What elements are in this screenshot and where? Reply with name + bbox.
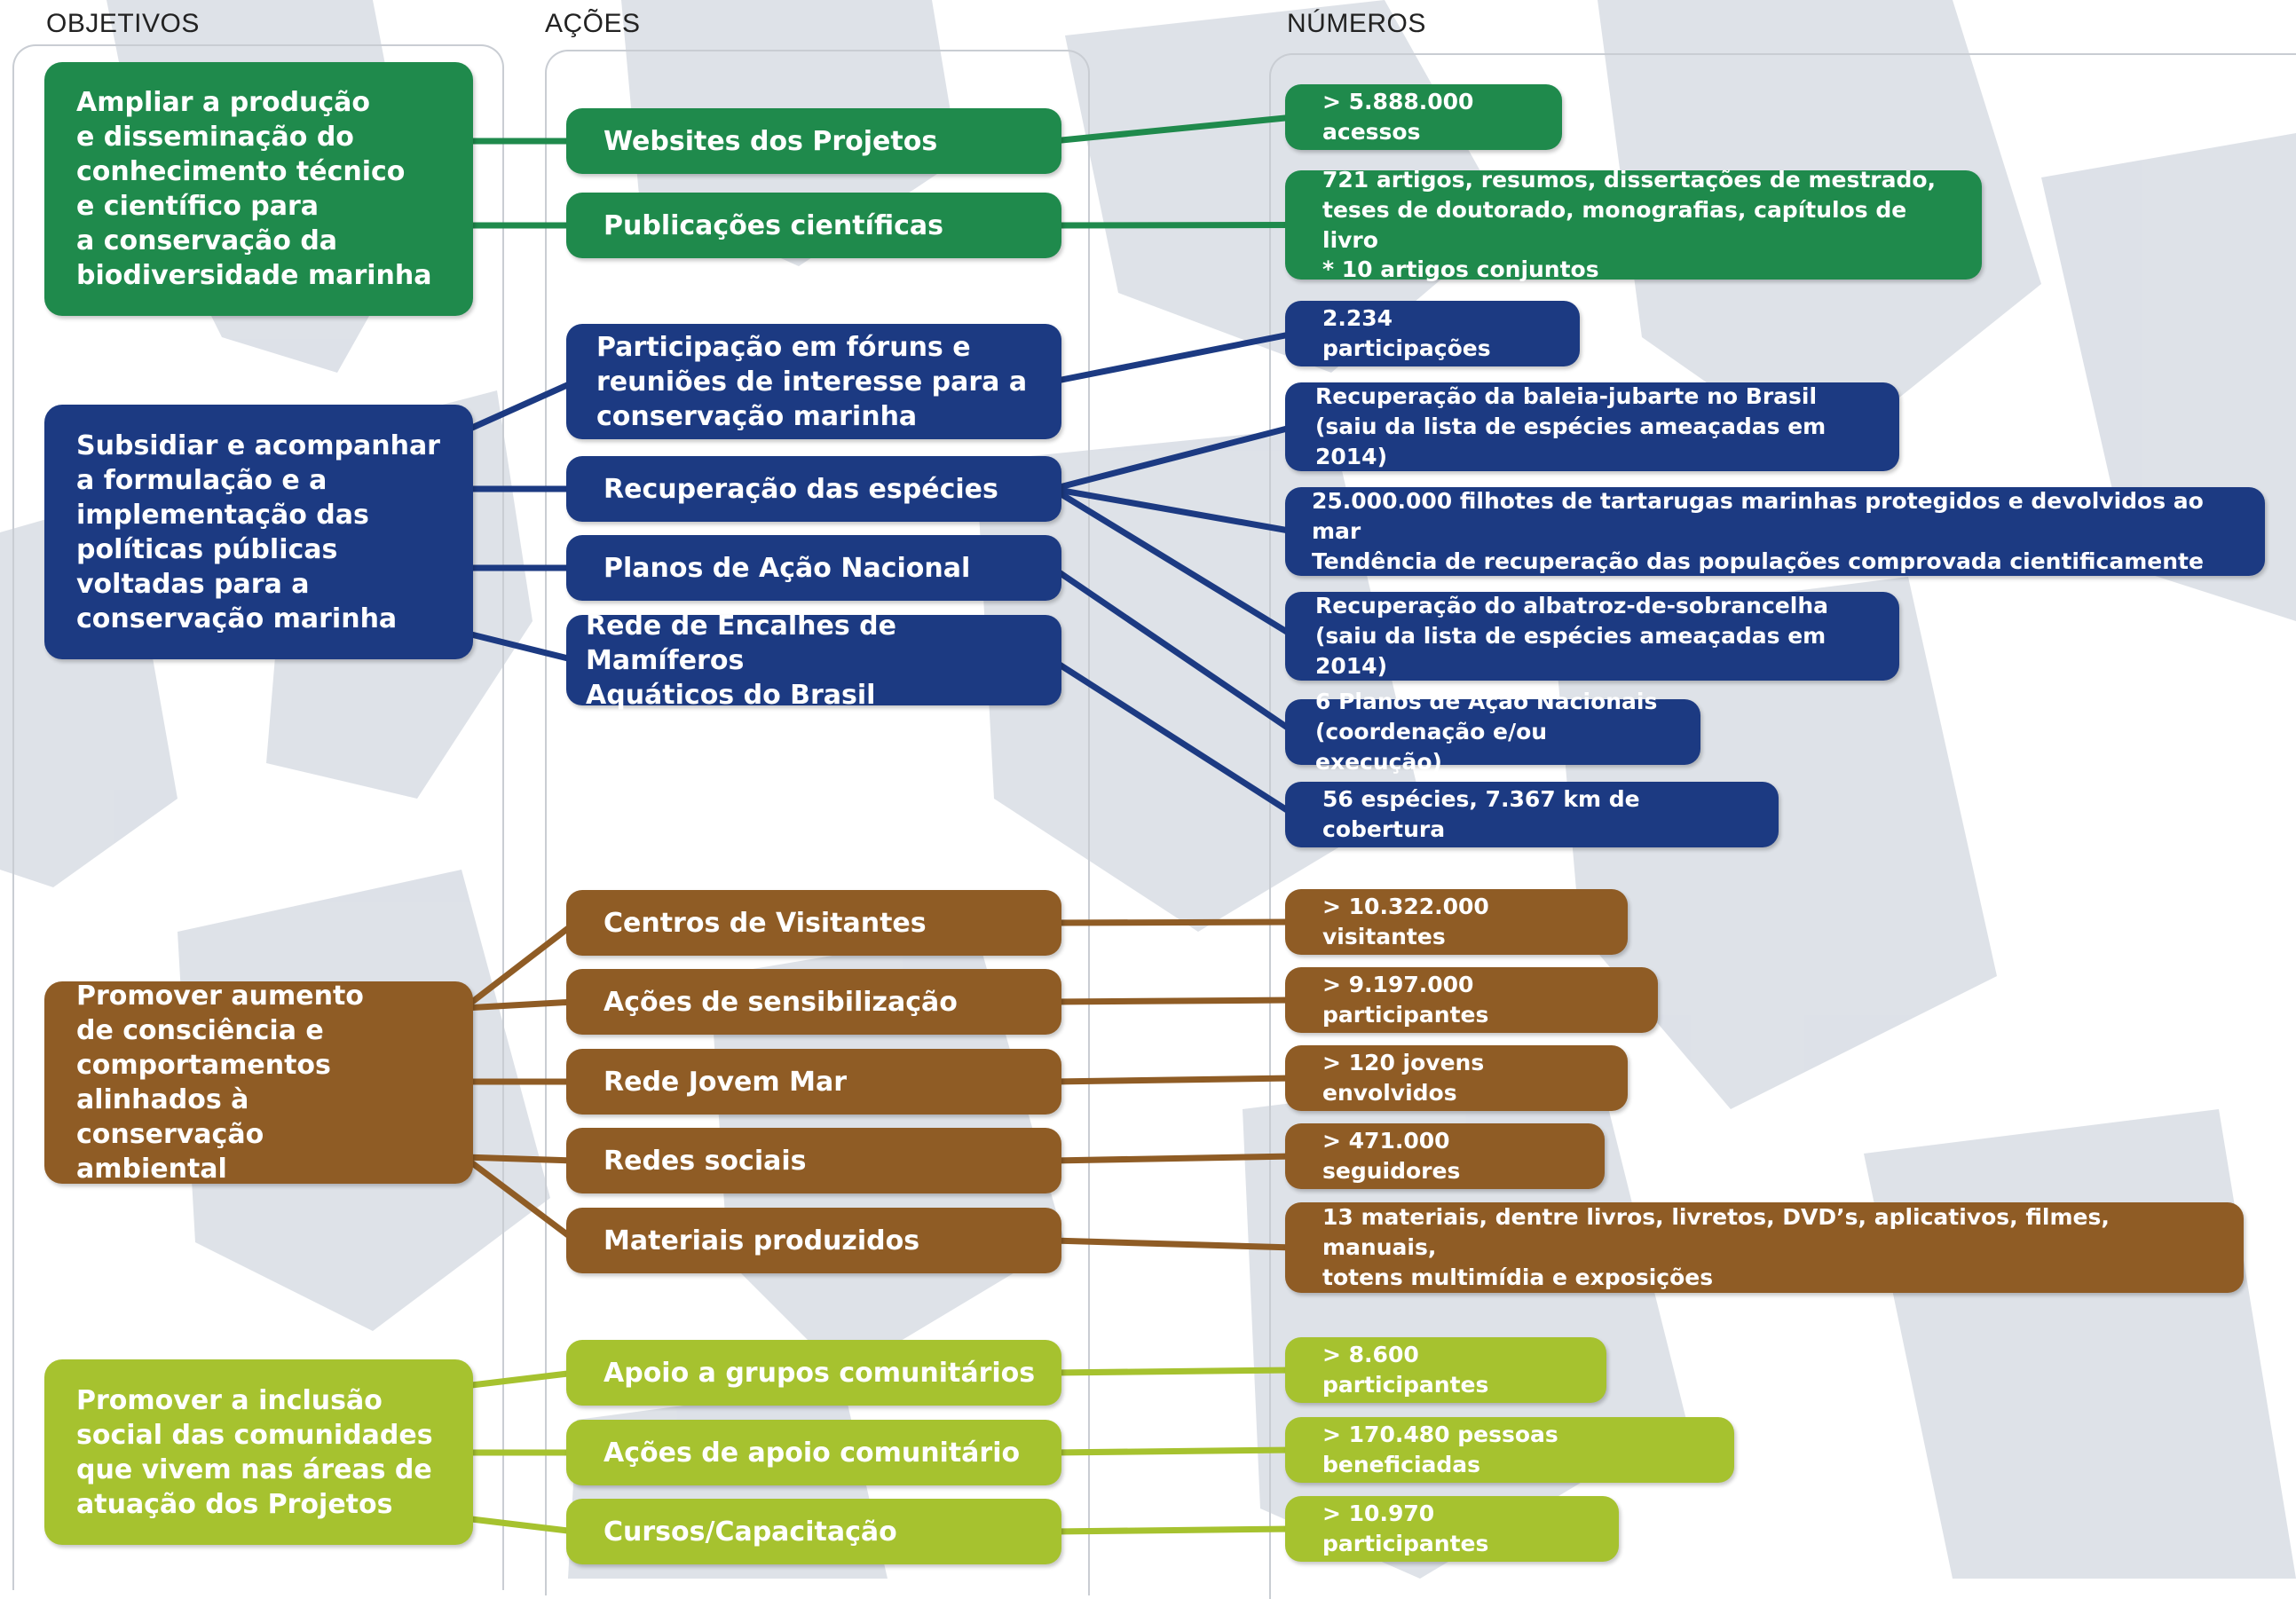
objectives-column-frame [12,44,504,1590]
connector-a10-n12 [1049,1153,1298,1164]
connector-o3-a7 [461,919,579,1012]
numbers-column-frame [1269,53,2296,1599]
number-training-participants: > 10.970 participantes [1285,1496,1619,1562]
connector-a8-n10 [1049,996,1298,1005]
connector-a9-n11 [1049,1075,1298,1085]
action-scientific-publications: Publicações científicas [566,193,1061,258]
number-forum-participations: 2.234 participações [1285,301,1580,366]
connector-a12-n14 [1049,1367,1298,1376]
number-website-accesses: > 5.888.000 acessos [1285,84,1562,150]
number-followers: > 471.000 seguidores [1285,1123,1605,1189]
connector-o2-a6 [461,629,579,664]
action-project-websites: Websites dos Projetos [566,108,1061,174]
connector-a4-n5 [1049,485,1298,535]
column-heading-objectives: OBJETIVOS [46,9,200,38]
number-species-coverage: 56 espécies, 7.367 km de cobertura [1285,782,1779,847]
connector-o4-a12 [461,1369,579,1390]
number-albatross-recovery: Recuperação do albatroz-de-sobrancelha (… [1285,592,1899,681]
connector-a3-n3 [1049,330,1298,385]
connector-o3-a10 [461,1154,579,1164]
column-heading-actions: AÇÕES [545,9,641,38]
action-species-recovery: Recuperação das espécies [566,456,1061,522]
action-national-action-plans: Planos de Ação Nacional [566,535,1061,601]
connector-a7-n9 [1049,918,1298,926]
connector-a14-n16 [1049,1525,1298,1535]
objective-environmental-awareness: Promover aumento de consciência e compor… [44,981,473,1185]
number-humpback-recovery: Recuperação da baleia-jubarte no Brasil … [1285,382,1899,471]
action-young-sea-network: Rede Jovem Mar [566,1049,1061,1115]
connector-a2-n2 [1049,222,1298,229]
number-materials: 13 materiais, dentre livros, livretos, D… [1285,1202,2244,1293]
column-heading-numbers: NÚMEROS [1287,9,1426,38]
number-community-group-participants: > 8.600 participantes [1285,1337,1606,1403]
connector-o3-a11 [461,1154,579,1244]
objective-public-policies: Subsidiar e acompanhar a formulação e a … [44,405,473,659]
action-awareness-actions: Ações de sensibilização [566,969,1061,1035]
objective-knowledge-dissemination: Ampliar a produção e disseminação do con… [44,62,473,316]
number-visitors: > 10.322.000 visitantes [1285,889,1628,955]
number-sea-turtle-hatchlings: 25.000.000 filhotes de tartarugas marinh… [1285,487,2265,576]
connector-a13-n15 [1049,1446,1298,1456]
connector-a6-n8 [1049,657,1298,818]
number-awareness-participants: > 9.197.000 participantes [1285,967,1658,1033]
number-young-people: > 120 jovens envolvidos [1285,1045,1628,1111]
action-visitor-centers: Centros de Visitantes [566,890,1061,956]
actions-column-frame [545,50,1090,1595]
connector-o4-a14 [461,1515,579,1535]
action-social-networks: Redes sociais [566,1128,1061,1193]
action-forums-participation: Participação em fóruns e reuniões de int… [566,324,1061,439]
connector-a1-n1 [1049,114,1298,145]
connector-a11-n13 [1049,1237,1298,1251]
connector-a5-n7 [1049,564,1298,736]
connector-o3-a8 [461,998,579,1012]
connector-a4-n4 [1049,423,1298,492]
objective-social-inclusion: Promover a inclusão social das comunidad… [44,1359,473,1545]
connector-o2-a3 [461,378,579,435]
connector-a4-n6 [1049,485,1298,640]
action-training-courses: Cursos/Capacitação [566,1499,1061,1564]
action-stranding-network: Rede de Encalhes de Mamíferos Aquáticos … [566,610,1061,711]
number-publications-count: 721 artigos, resumos, dissertações de me… [1285,167,1982,282]
action-produced-materials: Materiais produzidos [566,1208,1061,1273]
action-community-support: Ações de apoio comunitário [566,1420,1061,1485]
number-national-action-plans: 6 Planos de Ação Nacionais (coordenação … [1285,689,1700,775]
number-people-benefited: > 170.480 pessoas beneficiadas [1285,1417,1734,1483]
action-community-group-support: Apoio a grupos comunitários [566,1340,1061,1406]
